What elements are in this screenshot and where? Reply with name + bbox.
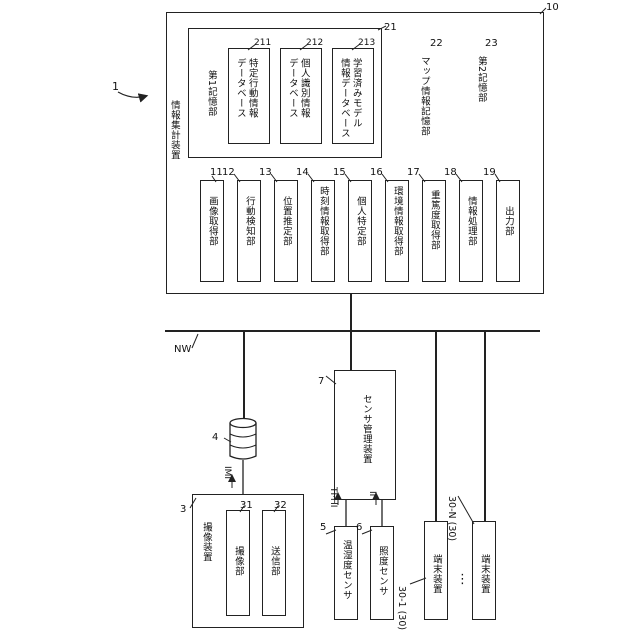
database-icon bbox=[230, 419, 256, 460]
